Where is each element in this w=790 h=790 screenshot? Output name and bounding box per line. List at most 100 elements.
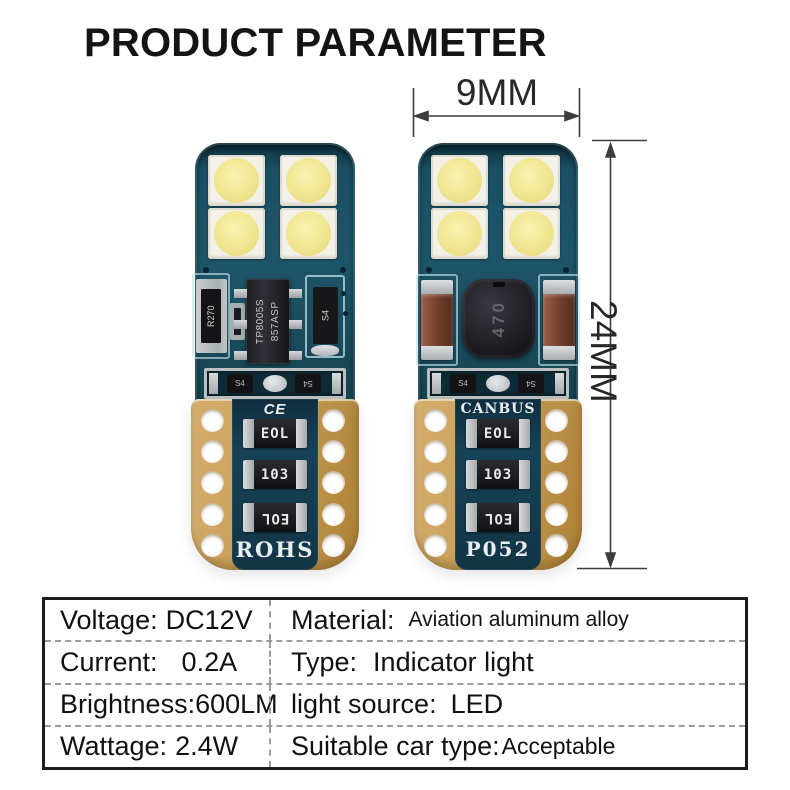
mounting-hole — [200, 502, 224, 526]
resistor-marking: EOL — [254, 503, 296, 532]
spec-current: Current: 0.2A — [45, 642, 269, 682]
driver-ic: TP8005S 857ASP — [246, 279, 290, 364]
mounting-hole — [544, 408, 568, 432]
spec-value: Indicator light — [373, 646, 534, 677]
led-chip — [280, 155, 337, 206]
inductor: 470 — [462, 279, 535, 358]
mounting-hole — [200, 408, 224, 432]
led-chip — [431, 155, 488, 206]
via-dot — [340, 267, 346, 273]
solder-blob — [486, 375, 510, 392]
mounting-hole — [544, 470, 568, 494]
mounting-hole — [423, 533, 447, 557]
capacitor-terminal — [543, 346, 575, 360]
resistor-cap — [466, 503, 477, 532]
spec-value: 2.4W — [175, 731, 239, 762]
table-row: Wattage: 2.4W Suitable car type: Accepta… — [45, 724, 745, 767]
mounting-hole — [423, 408, 447, 432]
silkscreen-frame — [192, 273, 230, 359]
table-row: Voltage: DC12V Material: Aviation alumin… — [45, 600, 745, 641]
spec-suitable-car-type: Suitable car type: Acceptable — [269, 726, 745, 767]
capacitor-body — [543, 294, 575, 346]
page-title: PRODUCT PARAMETER — [84, 21, 547, 65]
led-array — [431, 155, 560, 259]
height-dimension-label: 24MM — [583, 300, 624, 403]
resistor-cap — [466, 419, 477, 448]
spec-value: LED — [450, 689, 504, 720]
solder-end — [332, 373, 341, 394]
contact-strip: S4 S4 — [204, 368, 346, 399]
resistor-cap — [296, 503, 307, 532]
resistor-cap — [296, 419, 307, 448]
spec-label: Material: — [291, 604, 395, 635]
solder-end — [555, 373, 564, 394]
via-dot — [343, 311, 348, 316]
mounting-hole — [200, 439, 224, 463]
spec-label: light source: — [291, 689, 437, 720]
solder-blob — [311, 345, 339, 356]
resistor-marking: EOL — [477, 419, 519, 448]
ic-leg — [289, 351, 302, 360]
via-dot — [341, 291, 346, 296]
smd-resistor: EOL — [243, 503, 307, 532]
capacitor-terminal — [421, 346, 453, 360]
contact-strip: S4 S4 — [427, 368, 569, 399]
capacitor-terminal — [421, 280, 453, 294]
resistor-marking: 103 — [477, 460, 519, 489]
via-dot — [563, 267, 569, 273]
dimension-lines — [412, 88, 647, 570]
spec-voltage: Voltage: DC12V — [45, 600, 269, 640]
smd-resistor: 103 — [466, 460, 530, 489]
mounting-hole — [321, 408, 345, 432]
spec-type: Type: Indicator light — [269, 642, 745, 683]
via-dot — [203, 267, 209, 273]
ic-leg — [289, 320, 302, 329]
resistor-cap — [296, 460, 307, 489]
mounting-hole — [200, 470, 224, 494]
resistor-marking: EOL — [254, 419, 296, 448]
resistor-r270: R270 — [201, 289, 221, 343]
smd-resistor: 103 — [243, 460, 307, 489]
mounting-hole — [321, 439, 345, 463]
mounting-hole — [544, 439, 568, 463]
spec-label: Wattage: — [60, 731, 168, 762]
ic-leg — [234, 289, 247, 298]
table-row: Current: 0.2A Type: Indicator light — [45, 640, 745, 683]
mounting-hole — [423, 502, 447, 526]
smd-chip: S4 — [518, 374, 544, 393]
mounting-hole — [544, 533, 568, 557]
ic-leg — [234, 320, 247, 329]
spec-value: 0.2A — [181, 646, 238, 677]
diode-s4: S4 — [313, 287, 338, 344]
rohs-marking: ROHS — [235, 537, 315, 562]
capacitor-terminal — [543, 280, 575, 294]
spec-value: Aviation aluminum alloy — [408, 608, 629, 632]
resistor-cap — [243, 419, 254, 448]
p052-marking: P052 — [465, 537, 531, 561]
led-bulb-right: 470 S4 S4 CANBUS EOL 103 — [414, 143, 582, 570]
led-bulb-left: R270 TP8005S 857ASP S4 S4 S4 CE EOL — [191, 143, 359, 570]
solder-blob — [263, 375, 287, 392]
mounting-hole — [321, 470, 345, 494]
smd-resistor: EOL — [466, 503, 530, 532]
led-chip — [503, 155, 560, 206]
spec-label: Suitable car type: — [291, 731, 500, 762]
via-dot — [426, 267, 432, 273]
width-dimension-label: 9MM — [455, 72, 539, 113]
smd-chip: S4 — [227, 374, 253, 393]
spec-table: Voltage: DC12V Material: Aviation alumin… — [42, 597, 748, 770]
mounting-hole — [321, 533, 345, 557]
spec-label: Brightness: — [60, 689, 196, 720]
resistor-cap — [466, 460, 477, 489]
smd-resistor: EOL — [466, 419, 530, 448]
led-chip — [208, 208, 265, 259]
spec-label: Voltage: — [60, 604, 158, 635]
resistor-marking: EOL — [477, 503, 519, 532]
smd-resistor: EOL — [243, 419, 307, 448]
spec-material: Material: Aviation aluminum alloy — [269, 600, 745, 641]
resistor-cap — [243, 503, 254, 532]
capacitor — [543, 280, 575, 360]
spec-label: Type: — [291, 646, 358, 677]
spec-brightness: Brightness: 600LM — [45, 685, 278, 725]
